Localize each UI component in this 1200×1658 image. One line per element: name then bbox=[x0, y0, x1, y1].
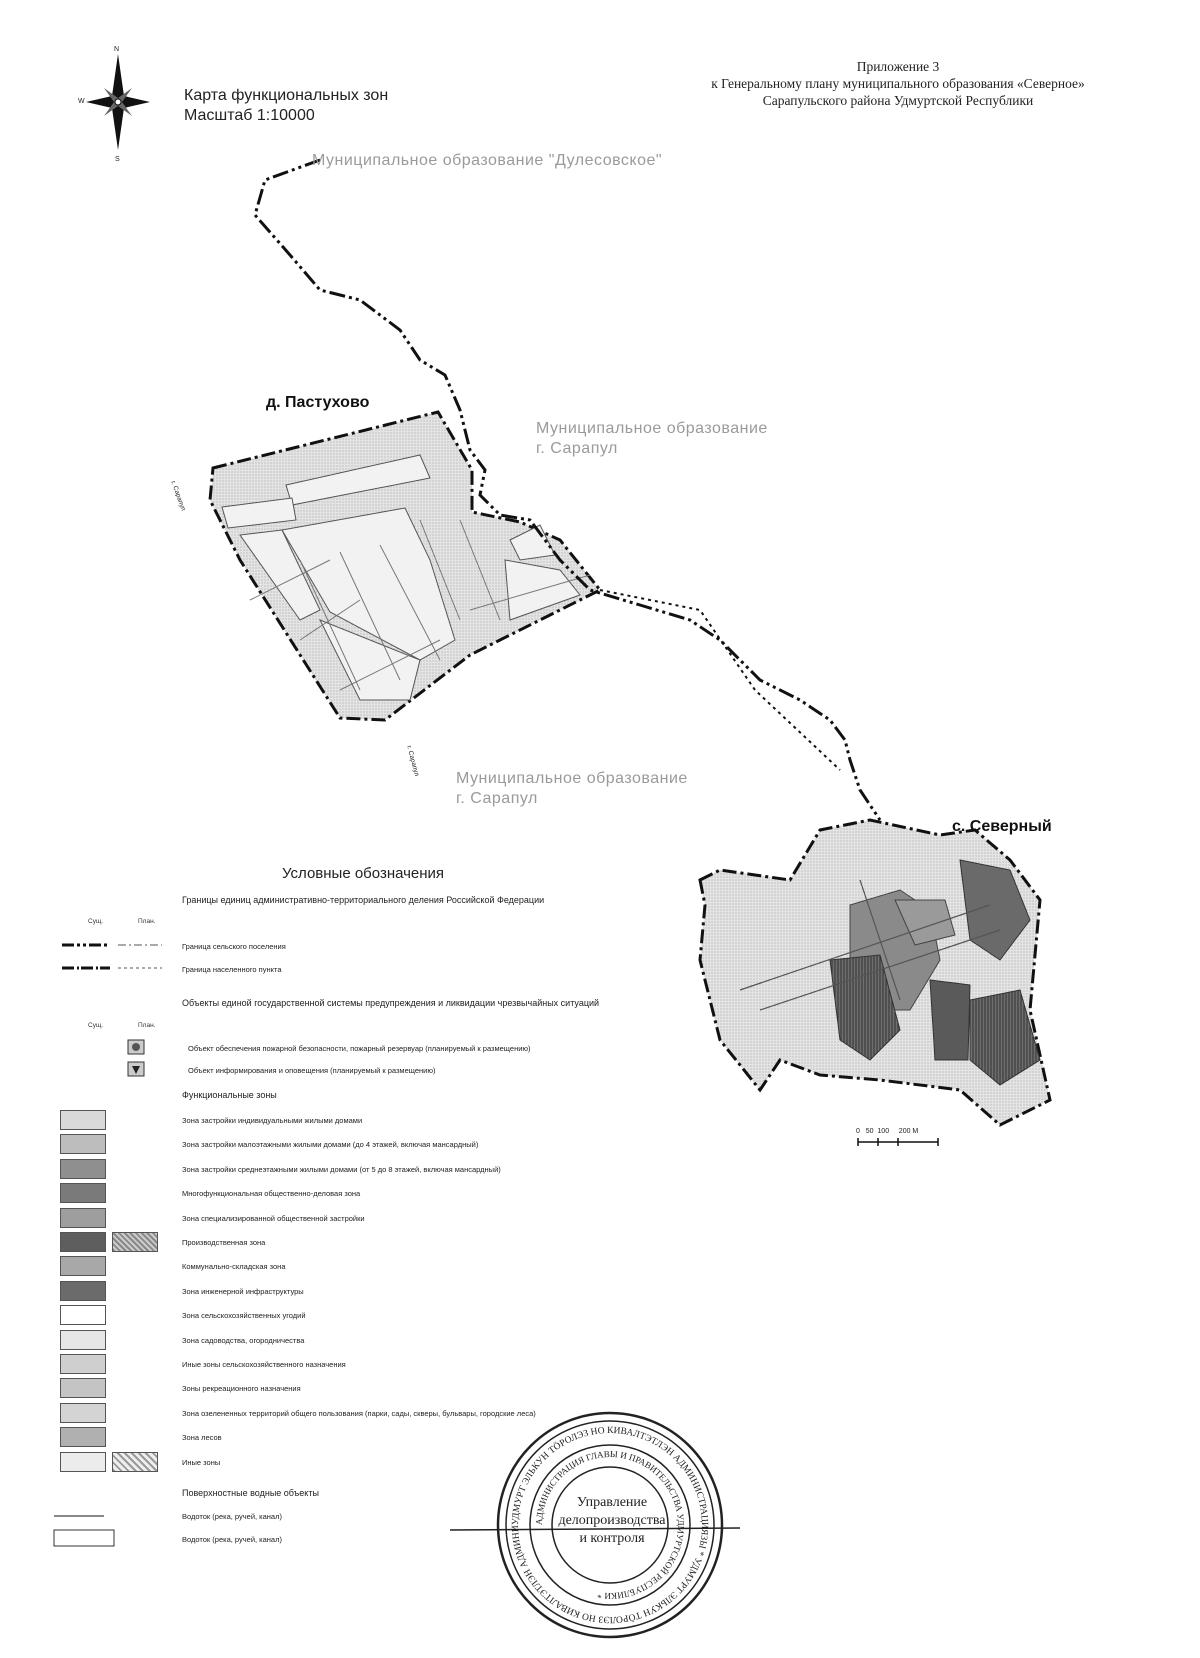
legend-zone-swatch bbox=[60, 1281, 106, 1301]
legend-emergency-item-2: Объект информирования и оповещения (план… bbox=[188, 1066, 436, 1075]
legend-zone-swatch bbox=[60, 1159, 106, 1179]
legend-water-heading: Поверхностные водные объекты bbox=[182, 1488, 319, 1498]
legend-zone-swatch bbox=[60, 1183, 106, 1203]
legend-zone-swatch bbox=[60, 1403, 106, 1423]
legend-zone-label: Иные зоны сельскохозяйственного назначен… bbox=[182, 1360, 346, 1369]
neighbor-mo-bottom-line1: Муниципальное образование bbox=[456, 770, 688, 787]
legend-zone-swatch bbox=[60, 1134, 106, 1154]
compass-south: S bbox=[115, 156, 120, 163]
legend-zone-swatch-planned bbox=[112, 1452, 158, 1472]
compass-north: N bbox=[114, 46, 120, 53]
legend-zone-swatch bbox=[60, 1208, 106, 1228]
legend-zones-heading: Функциональные зоны bbox=[182, 1090, 277, 1100]
settlement-pastukhovo-label: д. Пастухово bbox=[266, 394, 370, 411]
appendix-line-1: Приложение 3 bbox=[856, 59, 940, 74]
legend-col-existing-2: Сущ. bbox=[88, 1022, 104, 1029]
legend-col-planned-2: План. bbox=[138, 1022, 156, 1029]
neighbor-mo-top-label: Муниципальное образование "Дулесовское" bbox=[312, 152, 663, 169]
legend-zone-label: Зона специализированной общественной зас… bbox=[182, 1214, 365, 1223]
legend-zone-label: Зона застройки индивидуальными жилыми до… bbox=[182, 1116, 363, 1125]
stamp-center: Управление делопроизводства и контроля bbox=[556, 1494, 668, 1548]
compass-rose bbox=[86, 54, 150, 150]
appendix-line-2: к Генеральному плану муниципального обра… bbox=[711, 76, 1085, 91]
legend-col-planned: План. bbox=[138, 918, 156, 925]
legend-zone-label: Производственная зона bbox=[182, 1238, 266, 1247]
scale-bar-label: 0 50 100 200 М bbox=[856, 1128, 919, 1135]
legend-boundaries-heading: Границы единиц административно-территори… bbox=[182, 895, 545, 905]
stamp-ring-outer: УДМУРТ ЭЛЬКУН ТӦРОЛЭЗ НО КИВАЛТЭТЛЭН АДМ… bbox=[0, 0, 709, 1624]
legend-boundary-rural: Граница сельского поселения bbox=[182, 942, 286, 951]
legend-zone-label: Зона застройки среднеэтажными жилыми дом… bbox=[182, 1165, 501, 1174]
legend-emergency-item-1: Объект обеспечения пожарной безопасности… bbox=[188, 1044, 531, 1053]
neighbor-mo-middle-line2: г. Сарапул bbox=[536, 440, 618, 457]
legend-zone-swatch bbox=[60, 1452, 106, 1472]
compass-west: W bbox=[78, 98, 85, 105]
map-title: Карта функциональных зон bbox=[184, 87, 389, 104]
legend-zone-swatch bbox=[60, 1110, 106, 1130]
legend-zone-swatch bbox=[60, 1305, 106, 1325]
legend-emergency-heading: Объекты единой государственной системы п… bbox=[182, 998, 600, 1008]
legend-zone-swatch bbox=[60, 1354, 106, 1374]
legend-zone-swatch bbox=[60, 1330, 106, 1350]
rural-boundary-line bbox=[253, 158, 882, 821]
legend-zone-label: Зона озелененных территорий общего польз… bbox=[182, 1409, 536, 1418]
legend-zone-label: Зона застройки малоэтажными жилыми домам… bbox=[182, 1140, 479, 1149]
stamp-line-1: Управление bbox=[576, 1495, 648, 1510]
legend-zone-label: Коммунально-складская зона bbox=[182, 1262, 286, 1271]
settlement-severny-label: с. Северный bbox=[952, 818, 1052, 835]
legend-water-item-2: Водоток (река, ручей, канал) bbox=[182, 1535, 282, 1544]
scale-bar-graphic bbox=[857, 1138, 939, 1146]
stamp-line-2: делопроизводства bbox=[558, 1513, 666, 1528]
legend-boundary-settlement: Граница населенного пункта bbox=[182, 965, 282, 974]
appendix-note: Приложение 3 к Генеральному плану муници… bbox=[668, 58, 1128, 109]
legend-zone-label: Зона инженерной инфраструктуры bbox=[182, 1287, 304, 1296]
pastukhovo-area bbox=[208, 410, 603, 722]
legend-zone-label: Иные зоны bbox=[182, 1458, 221, 1467]
official-stamp bbox=[496, 1411, 724, 1639]
legend-zone-label: Зона сельскохозяйственных угодий bbox=[182, 1311, 306, 1320]
legend-zone-label: Зона лесов bbox=[182, 1433, 222, 1442]
legend-zone-label: Многофункциональная общественно-деловая … bbox=[182, 1189, 361, 1198]
legend-zone-label: Зона садоводства, огородничества bbox=[182, 1336, 305, 1345]
legend-zone-swatch bbox=[60, 1256, 106, 1276]
legend-water-item-1: Водоток (река, ручей, канал) bbox=[182, 1512, 282, 1521]
legend-zone-label: Зоны рекреационного назначения bbox=[182, 1384, 301, 1393]
severny-area bbox=[698, 818, 1052, 1146]
neighbor-mo-middle-line1: Муниципальное образование bbox=[536, 420, 768, 437]
legend-zone-swatch bbox=[60, 1427, 106, 1447]
neighbor-mo-bottom-line2: г. Сарапул bbox=[456, 790, 538, 807]
legend-col-existing: Сущ. bbox=[88, 918, 104, 925]
legend-zone-swatch bbox=[60, 1378, 106, 1398]
legend-zone-swatch bbox=[60, 1232, 106, 1252]
legend-zone-swatch-planned bbox=[112, 1232, 158, 1252]
stamp-line-3: и контроля bbox=[579, 1531, 645, 1546]
map-scale: Масштаб 1:10000 bbox=[184, 107, 315, 124]
appendix-line-3: Сарапульского района Удмуртской Республи… bbox=[762, 93, 1034, 108]
legend-title: Условные обозначения bbox=[282, 865, 445, 882]
